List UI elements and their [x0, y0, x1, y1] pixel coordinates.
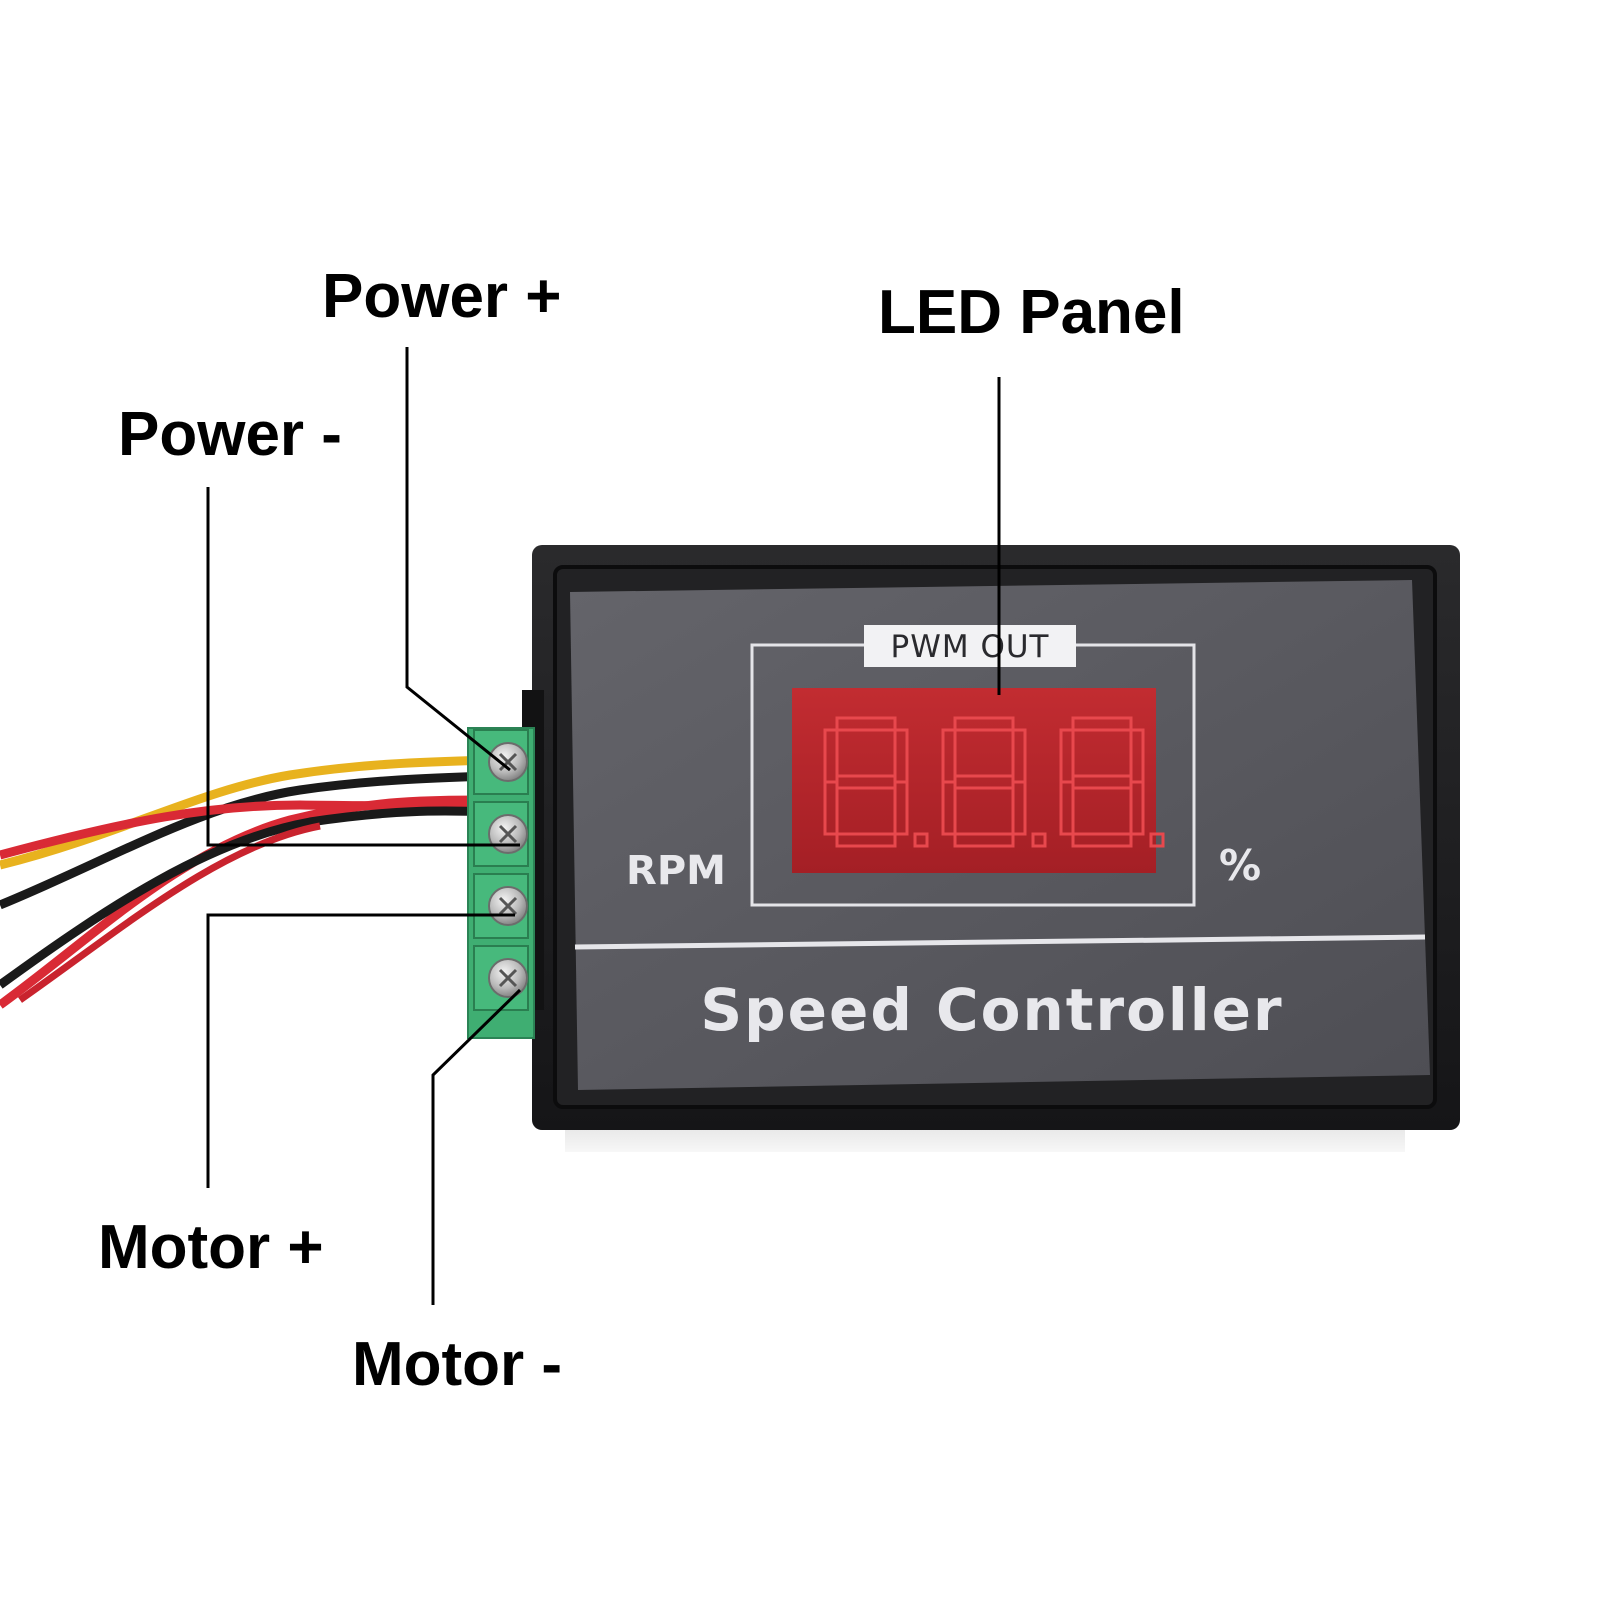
terminal-block [467, 727, 535, 1039]
wire-yellow [0, 755, 491, 870]
led-digit [941, 716, 1047, 848]
device-title: Speed Controller [700, 976, 1283, 1044]
wire-black-top [0, 771, 491, 910]
led-segment [893, 780, 909, 836]
panel-divider [574, 934, 1426, 950]
led-digit [1059, 716, 1165, 848]
led-segment [953, 716, 1015, 732]
wire-red-bottom [17, 822, 321, 1003]
wire-red-mid [0, 795, 491, 1009]
leader-motor-minus [431, 988, 522, 1305]
leader-power-minus [206, 487, 520, 847]
led-segment [1011, 780, 1027, 836]
callout-motor-plus: Motor + [98, 1213, 324, 1282]
leader-power-plus [405, 347, 511, 772]
callout-power-plus: Power + [322, 262, 562, 331]
leader-motor-plus [206, 913, 515, 1188]
terminal-screw [473, 873, 529, 939]
led-segment [1071, 832, 1133, 848]
led-decimal-point [1149, 832, 1165, 848]
led-segment [835, 832, 897, 848]
wire-red-top [0, 800, 491, 860]
leader-lines [206, 347, 1001, 1305]
led-segment [1059, 780, 1075, 836]
led-decimal-point [1031, 832, 1047, 848]
wire-bundle [0, 755, 491, 1009]
pwm-caption-box [864, 625, 1076, 667]
led-segment [835, 716, 897, 732]
pwm-caption: PWM OUT [891, 629, 1050, 665]
led-segment [1129, 780, 1145, 836]
led-segment [941, 780, 957, 836]
callout-power-minus: Power - [118, 400, 342, 469]
wire-black-bottom [0, 806, 491, 989]
terminal-screw [473, 801, 529, 867]
callout-motor-minus: Motor - [352, 1330, 562, 1399]
unit-right-label: % [1219, 841, 1261, 890]
unit-left-label: RPM [626, 848, 726, 894]
terminal-screw [473, 945, 529, 1011]
led-segment [823, 780, 839, 836]
callout-led-panel: LED Panel [878, 278, 1185, 347]
led-decimal-point [913, 832, 929, 848]
led-digit [823, 716, 929, 848]
led-segment [953, 832, 1015, 848]
led-digits [823, 716, 1165, 848]
led-segment [1071, 716, 1133, 732]
